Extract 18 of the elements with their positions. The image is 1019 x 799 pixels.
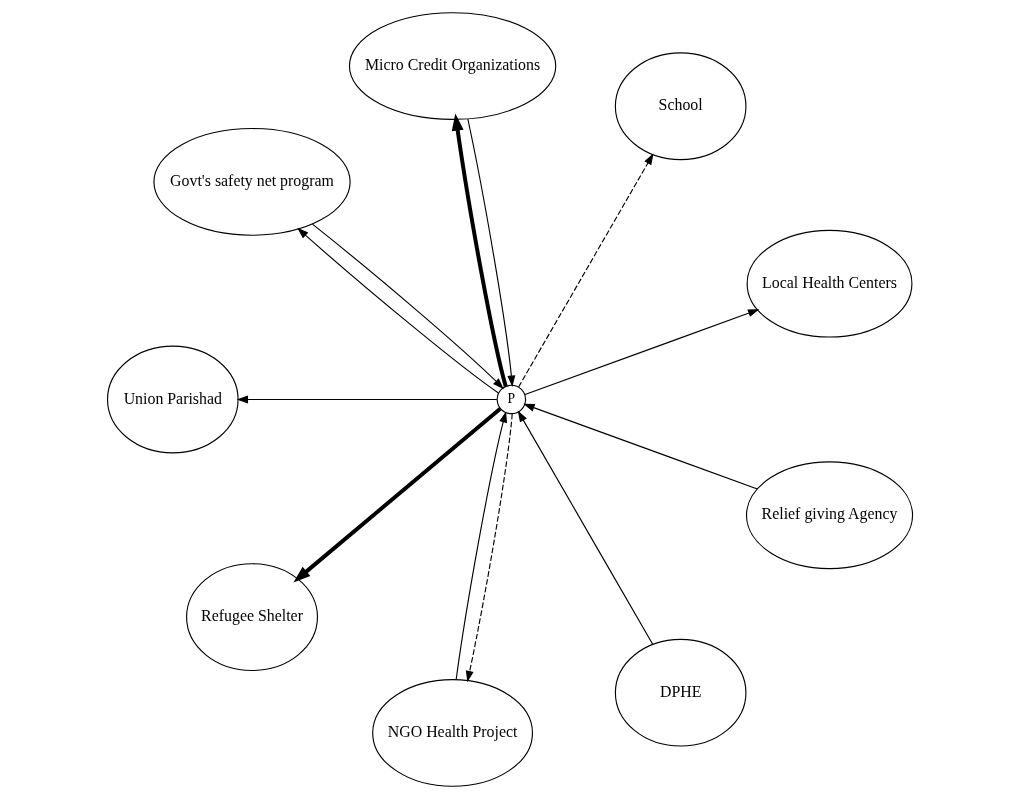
- node-ellipse: Govt's safety net program: [152, 127, 351, 236]
- node-circle: P: [496, 384, 526, 415]
- node-ellipse: Micro Credit Organizations: [348, 12, 556, 120]
- arrow: [523, 309, 759, 396]
- node-ellipse: NGO Health Project: [371, 679, 533, 787]
- arrow: [517, 153, 654, 388]
- arrow: [465, 413, 513, 683]
- arrow: [292, 407, 501, 583]
- arrow: [451, 113, 508, 387]
- node-ellipse: DPHE: [614, 638, 746, 747]
- arrow: [522, 403, 758, 490]
- arrow: [517, 410, 653, 645]
- arrow: [455, 411, 507, 681]
- node-ellipse: School: [614, 52, 746, 161]
- node-ellipse: Relief giving Agency: [745, 461, 913, 570]
- node-ellipse: Union Parishad: [106, 345, 239, 454]
- arrow: [236, 395, 497, 404]
- arrow: [466, 118, 515, 387]
